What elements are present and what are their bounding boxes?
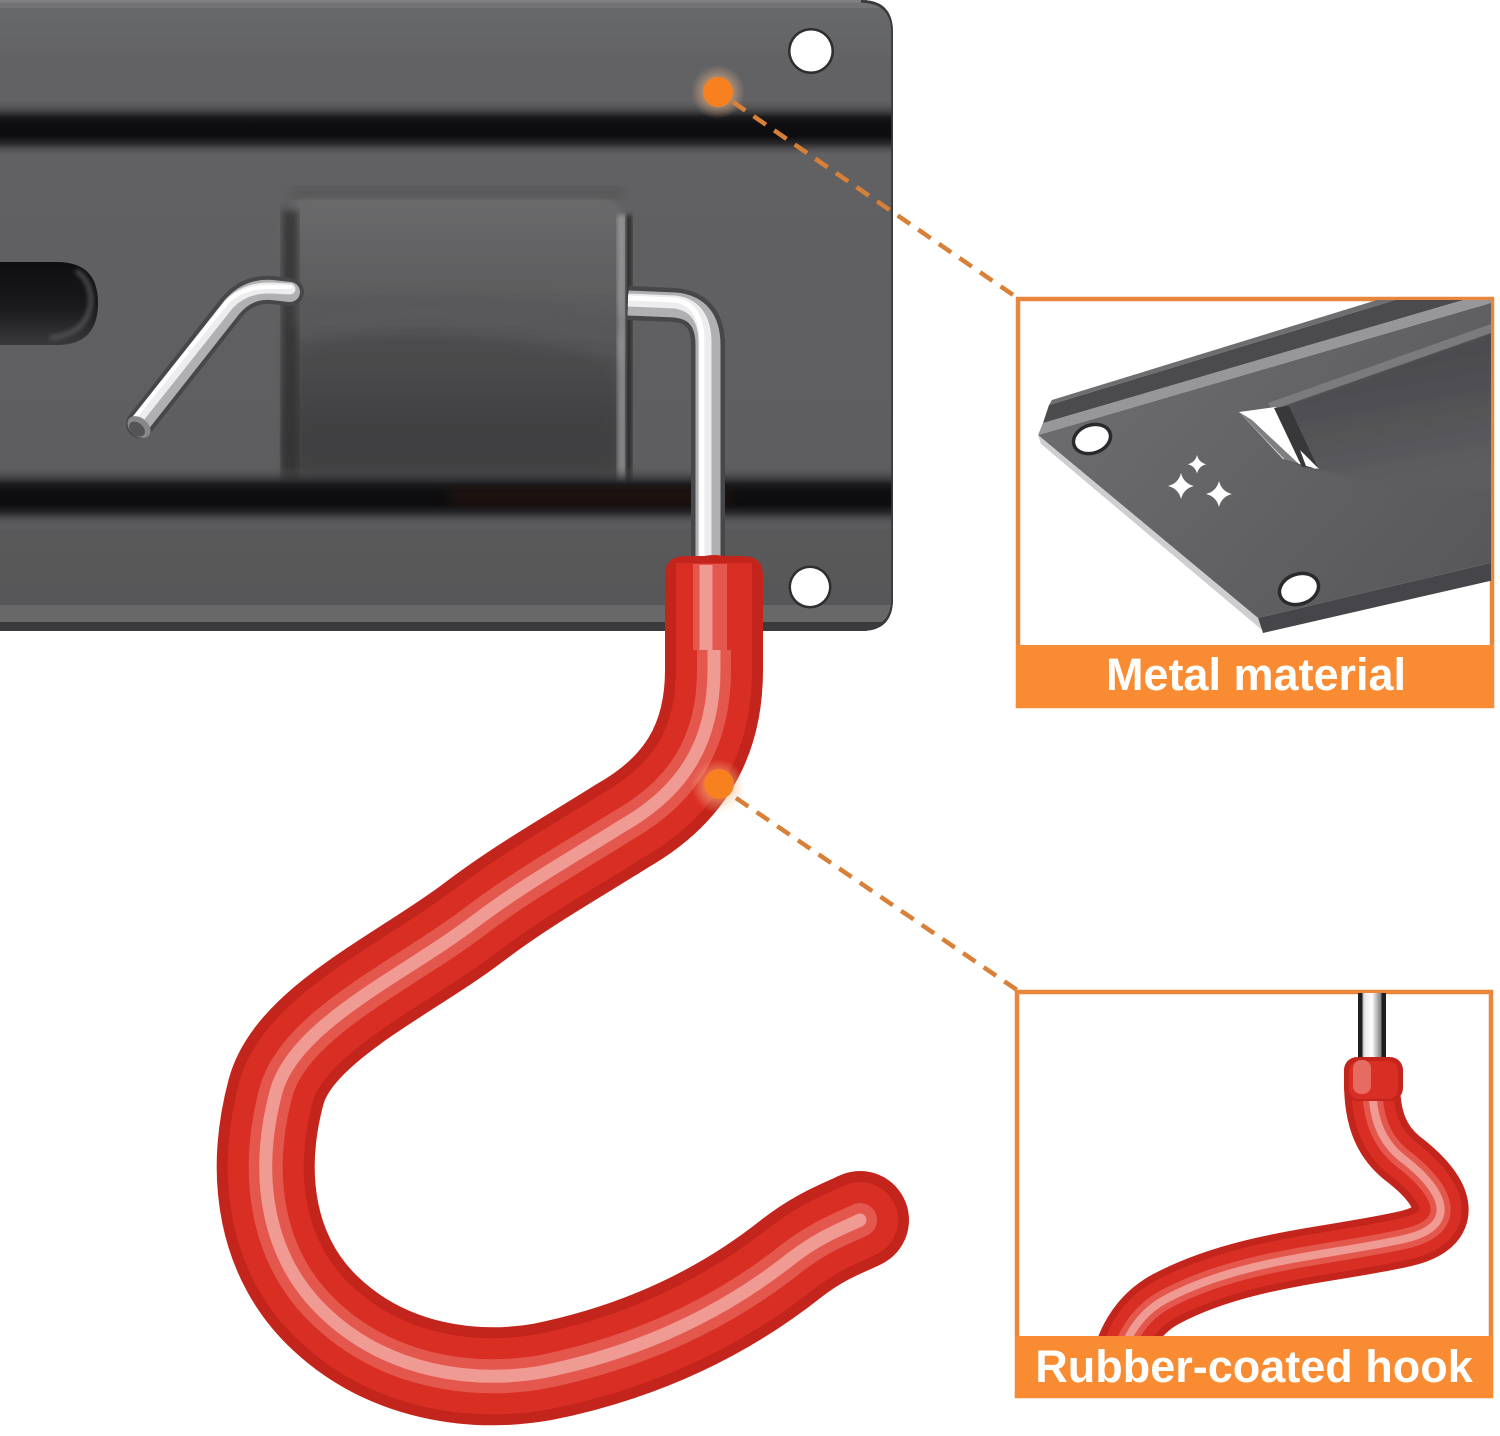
svg-text:Metal material: Metal material — [1106, 649, 1406, 700]
svg-text:Rubber-coated hook: Rubber-coated hook — [1035, 1341, 1473, 1392]
